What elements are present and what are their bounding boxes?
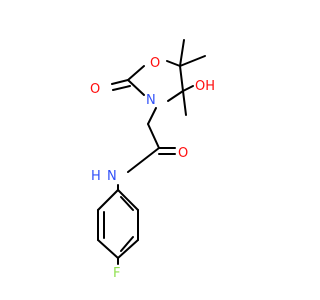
bond-c2-o-double-a [111,79,129,85]
bond-ch2-ch2 [147,123,160,149]
atom-hydroxyl: OH [195,79,215,94]
bond-o1-c5 [166,60,181,67]
bond-c2-o-double-b [112,85,131,91]
atom-amide-h: H [91,169,101,184]
bond-ar-4-5 [97,239,119,259]
bond-amide-cn [127,147,160,173]
bond-ar-6-1 [97,189,119,211]
bond-n3-c2 [127,79,145,96]
atom-ring-nitrogen: N [146,93,156,108]
structure-diagram: O O N OH O H N F [90,39,215,281]
bond-n3-ch2 [147,107,157,125]
bond-ar-1-2 [117,189,139,211]
atom-carbonyl-oxygen-ring: O [90,82,100,97]
bond-c5-c4 [179,65,184,92]
atom-amide-nitrogen: N [107,169,117,184]
bond-c4-methyl [182,90,187,116]
atom-fluorine: F [113,266,120,281]
bond-ar-inner-a [120,196,134,211]
bond-c4-n3 [167,90,184,102]
bond-c2-o1 [127,65,145,81]
atom-amide-oxygen: O [178,146,188,161]
bond-ar-3-4 [117,239,139,259]
bond-c5-methyl-a [179,39,185,67]
bond-c5-methyl-b [179,55,206,67]
bond-ar-inner-b [120,236,134,252]
bond-c4-oh [182,85,194,92]
atom-ring-oxygen: O [150,56,160,71]
